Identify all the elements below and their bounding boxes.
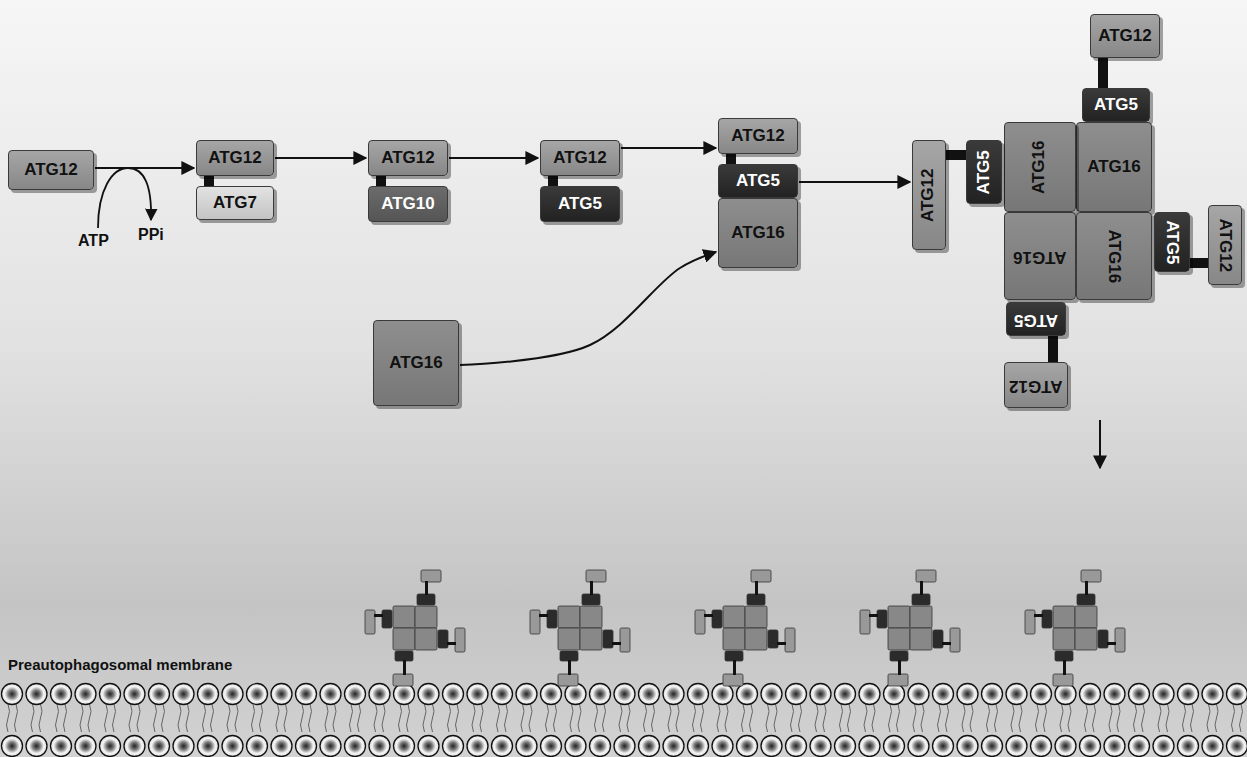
atg16-protein: ATG16 xyxy=(1004,212,1076,300)
atg16-protein: ATG16 xyxy=(1076,212,1152,300)
reaction-arrow xyxy=(621,147,716,149)
reaction-arrow xyxy=(799,181,910,183)
protein-name: ATG12 xyxy=(24,161,78,180)
atg5-protein: ATG5 xyxy=(966,140,1002,204)
protein-name: ATG5 xyxy=(975,150,994,194)
atg16-protein: ATG16 xyxy=(1004,122,1076,212)
atg12-protein: ATG12 xyxy=(718,118,798,154)
protein-name: ATG5 xyxy=(558,195,602,214)
reaction-arrow xyxy=(449,157,538,159)
atg12-protein: ATG12 xyxy=(8,150,94,190)
protein-name: ATG16 xyxy=(731,224,785,243)
protein-name: ATG5 xyxy=(1014,310,1058,329)
atg16-protein: ATG16 xyxy=(718,198,798,268)
protein-name: ATG12 xyxy=(920,168,939,222)
recruitment-arrow xyxy=(1099,420,1101,468)
atg5-protein: ATG5 xyxy=(718,164,798,198)
protein-name: ATG7 xyxy=(213,194,257,213)
conjugate-linkers xyxy=(204,56,1210,362)
protein-name: ATG16 xyxy=(1105,229,1124,283)
protein-name: ATG12 xyxy=(381,149,435,168)
protein-name: ATG16 xyxy=(1013,247,1067,266)
atg12-protein: ATG12 xyxy=(540,140,620,176)
protein-name: ATG12 xyxy=(208,149,262,168)
membrane-label: Preautophagosomal membrane xyxy=(8,656,232,673)
atg16-protein: ATG16 xyxy=(373,320,459,406)
atg10-protein: ATG10 xyxy=(368,186,448,222)
atg12-protein: ATG12 xyxy=(368,140,448,176)
cofactor-label: ATP xyxy=(78,232,109,250)
atg12-protein: ATG12 xyxy=(196,140,274,176)
reaction-arrow xyxy=(275,157,366,159)
protein-name: ATG12 xyxy=(1098,27,1152,46)
protein-name: ATG12 xyxy=(731,127,785,146)
protein-name: ATG12 xyxy=(1216,218,1235,272)
atg5-protein: ATG5 xyxy=(1082,88,1150,122)
reaction-arrow xyxy=(95,167,194,169)
cofactor-label: PPi xyxy=(138,226,164,244)
atg12-protein: ATG12 xyxy=(1090,14,1160,58)
protein-name: ATG16 xyxy=(1087,158,1141,177)
lipid-bilayer xyxy=(2,684,1247,757)
reaction-arrow xyxy=(460,252,716,365)
protein-name: ATG5 xyxy=(736,172,780,191)
atg12-protein: ATG12 xyxy=(1208,205,1242,285)
protein-name: ATG10 xyxy=(381,195,435,214)
atg7-protein: ATG7 xyxy=(196,186,274,220)
membrane-complexes xyxy=(365,570,1125,686)
protein-name: ATG16 xyxy=(389,354,443,373)
atg5-protein: ATG5 xyxy=(1154,212,1190,272)
protein-name: ATG5 xyxy=(1094,96,1138,115)
atp-arrow xyxy=(98,168,151,228)
atg12-protein: ATG12 xyxy=(1004,362,1068,408)
protein-name: ATG16 xyxy=(1031,140,1050,194)
atg12-protein: ATG12 xyxy=(912,140,946,250)
protein-name: ATG5 xyxy=(1163,220,1182,264)
atg5-protein: ATG5 xyxy=(1006,302,1066,336)
atg16-protein: ATG16 xyxy=(1076,122,1152,212)
protein-name: ATG12 xyxy=(1009,376,1063,395)
protein-name: ATG12 xyxy=(553,149,607,168)
atg5-protein: ATG5 xyxy=(540,186,620,222)
